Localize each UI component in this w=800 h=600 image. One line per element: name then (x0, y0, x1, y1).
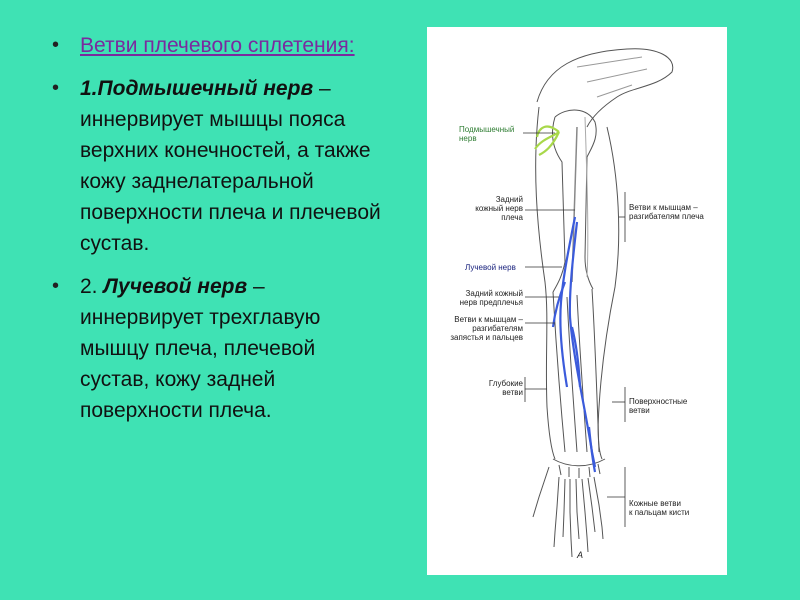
label-ewb-line2: разгибателям (472, 324, 523, 333)
label-sup-line2: ветви (629, 406, 650, 415)
ulna-outline (552, 291, 566, 453)
anatomy-figure: Подмышечный нерв Задний кожный нерв плеч… (427, 27, 727, 575)
radial-number: 2. (80, 275, 104, 298)
label-dcb-line1: Кожные ветви (629, 499, 681, 508)
label-eab-line2: разгибателям плеча (629, 212, 704, 221)
label-pca-line3: плеча (501, 213, 523, 222)
label-deep-branches: Глубокие ветви (467, 379, 523, 397)
label-axillary-line1: Подмышечный (459, 125, 515, 134)
finger-2-bones (553, 476, 560, 548)
finger-3-bones (569, 479, 573, 558)
label-deep-line2: ветви (502, 388, 523, 397)
humerus-outline (554, 109, 597, 290)
axillary-title: 1.Подмышечный нерв (80, 77, 314, 100)
label-extensor-wrist-branches: Ветви к мышцам – разгибателям запястья и… (449, 315, 523, 342)
bullet-radial: 2. Лучевой нерв – иннервирует трехглавую… (50, 271, 390, 426)
figure-caption: А (577, 550, 584, 560)
bullet-heading: Ветви плечевого сплетения: (50, 30, 390, 61)
arm-outer-contour (535, 106, 556, 460)
label-pcf-line1: Задний кожный (465, 289, 523, 298)
label-radial-line1: Лучевой нерв (465, 263, 516, 272)
bullet-axillary: 1.Подмышечный нерв – иннервирует мышцы п… (50, 73, 390, 259)
label-superficial-branches: Поверхностные ветви (629, 397, 687, 415)
axillary-description: – иннервирует мышцы пояса верхних конечн… (80, 77, 381, 255)
axillary-nerve (534, 125, 560, 156)
text-bullets: Ветви плечевого сплетения: 1.Подмышечный… (50, 30, 390, 438)
label-posterior-cutaneous-forearm: Задний кожный нерв предплечья (453, 289, 523, 307)
radial-title: Лучевой нерв (103, 275, 248, 298)
label-deep-line1: Глубокие (488, 379, 523, 388)
wrist-contour (552, 458, 606, 467)
label-dcb-line2: к пальцам кисти (629, 508, 690, 517)
label-pca-line1: Задний (495, 195, 523, 204)
thumb-bones (532, 466, 550, 518)
radius-outline (576, 294, 588, 453)
label-radial-nerve: Лучевой нерв (465, 263, 516, 272)
label-extensor-arm-branches: Ветви к мышцам – разгибателям плеча (629, 203, 704, 221)
label-pcf-line2: нерв предплечья (459, 298, 523, 307)
finger-4-bones (581, 478, 589, 553)
label-ewb-line1: Ветви к мышцам – (454, 315, 523, 324)
radial-description: – иннервирует трехглавую мышцу плеча, пл… (80, 275, 321, 422)
label-pca-line2: кожный нерв (475, 204, 523, 213)
label-axillary: Подмышечный нерв (459, 125, 514, 143)
label-eab-line1: Ветви к мышцам – (629, 203, 698, 212)
label-digital-cutaneous-branches: Кожные ветви к пальцам кисти (629, 499, 689, 517)
scapula-outline (536, 48, 674, 128)
label-ewb-line3: запястья и пальцев (450, 333, 523, 342)
label-axillary-line2: нерв (459, 134, 477, 143)
label-sup-line1: Поверхностные (629, 397, 688, 406)
radial-nerve (551, 216, 597, 473)
leader-lines (523, 132, 626, 527)
finger-5-bones (593, 476, 604, 540)
heading-text: Ветви плечевого сплетения: (80, 34, 355, 57)
arm-illustration (523, 48, 674, 558)
label-posterior-cutaneous-arm: Задний кожный нерв плеча (467, 195, 523, 222)
